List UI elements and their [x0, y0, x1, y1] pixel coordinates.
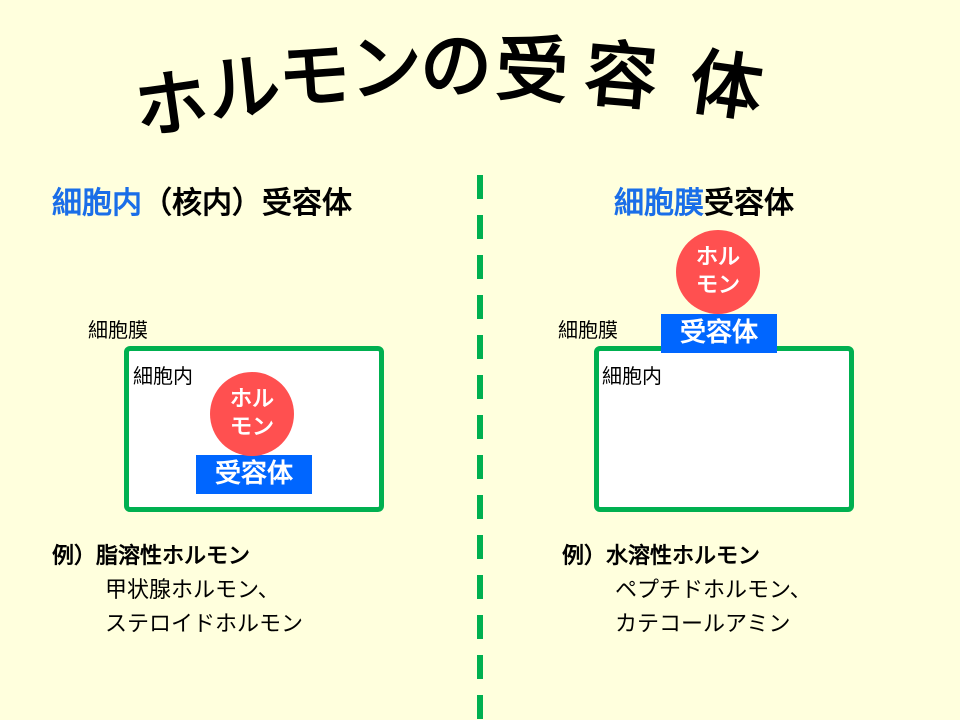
- example-heading: 例）脂溶性ホルモン: [52, 544, 251, 569]
- example-item: ステロイドホルモン: [105, 612, 304, 637]
- receptor-box: 受容体: [196, 455, 312, 494]
- title-char: 体: [684, 39, 768, 133]
- hormone-text: モン: [229, 415, 274, 440]
- hormone-circle: ホルモン: [676, 230, 760, 314]
- divider-dashed-line: [477, 175, 483, 720]
- title-char: の: [420, 24, 493, 108]
- inside-label: 細胞内: [133, 364, 193, 388]
- cell-box: [594, 346, 854, 512]
- title-char: ル: [203, 42, 285, 134]
- hormone-text: ホル: [229, 387, 274, 412]
- example-block: 例）水溶性ホルモンペプチドホルモン、カテコールアミン: [562, 540, 812, 642]
- hormone-circle: ホルモン: [210, 372, 294, 456]
- title-char: 受: [493, 26, 571, 114]
- heading-rest: 受容体: [704, 186, 794, 221]
- title-char: ン: [348, 24, 424, 112]
- example-item: 甲状腺ホルモン、: [105, 578, 280, 603]
- heading-highlight: 細胞膜: [614, 186, 704, 221]
- receptor-box: 受容体: [661, 314, 777, 353]
- title-char: モ: [275, 31, 353, 121]
- inside-label: 細胞内: [602, 364, 662, 388]
- heading-rest: （核内）受容体: [142, 186, 352, 221]
- heading-highlight: 細胞内: [52, 186, 142, 221]
- hormone-text: ホル: [695, 245, 740, 270]
- example-heading: 例）水溶性ホルモン: [562, 544, 761, 569]
- membrane-label: 細胞膜: [88, 318, 148, 342]
- left-heading: 細胞内（核内）受容体: [52, 178, 352, 222]
- right-heading: 細胞膜受容体: [614, 178, 794, 222]
- example-item: ペプチドホルモン、: [615, 578, 812, 603]
- membrane-label: 細胞膜: [558, 318, 618, 342]
- title-char: ホ: [129, 57, 213, 151]
- example-item: カテコールアミン: [615, 612, 791, 637]
- title-char: 容: [581, 31, 661, 121]
- example-block: 例）脂溶性ホルモン甲状腺ホルモン、ステロイドホルモン: [52, 540, 303, 642]
- hormone-text: モン: [695, 273, 740, 298]
